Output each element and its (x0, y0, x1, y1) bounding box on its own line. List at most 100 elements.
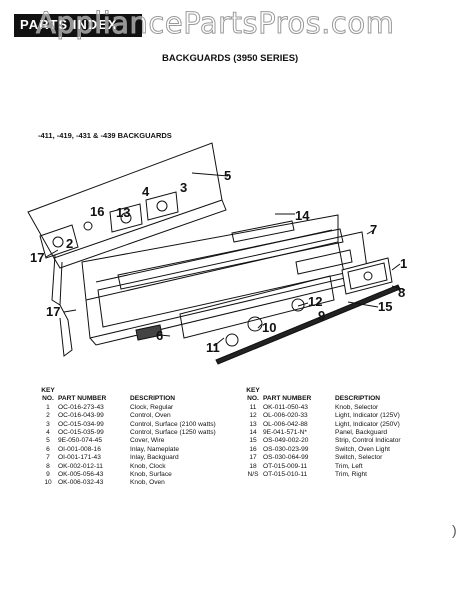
legend-description: Control, Oven (130, 412, 171, 420)
callout-10: 10 (262, 320, 276, 335)
legend-description: Switch, Selector (335, 454, 383, 462)
callout-3: 3 (180, 180, 187, 195)
legend-part-number: OL-006-042-88 (263, 420, 308, 428)
legend-key: 6 (46, 445, 50, 453)
watermark: AppliancePartsPros.com (35, 6, 395, 41)
callout-14: 14 (295, 208, 310, 223)
legend-desc-header: DESCRIPTION (130, 395, 176, 403)
legend-key: 16 (249, 445, 257, 453)
legend-row: 4 OC-015-035-99 Control, Surface (1250 wat… (38, 429, 240, 437)
callout-12: 12 (308, 294, 322, 309)
section-tab: PARTS INDEX (14, 14, 142, 37)
callout-4: 4 (142, 184, 150, 199)
legend-description: Knob, Surface (130, 471, 172, 479)
legend-key: 4 (46, 429, 50, 437)
legend-row: 7 OI-001-171-43 Inlay, Backguard (38, 454, 240, 462)
legend-description: Panel, Backguard (335, 429, 388, 437)
legend-key: 17 (249, 454, 257, 462)
legend-description: Inlay, Backguard (130, 454, 179, 462)
legend-description: Knob, Selector (335, 403, 379, 411)
legend-row: 17 OS-030-064-99 Switch, Selector (243, 454, 445, 462)
legend-desc-header-right: DESCRIPTION (335, 395, 381, 403)
legend-row: 3 OC-015-034-99 Control, Surface (2100 wat… (38, 421, 240, 429)
legend-part-number: 9E-041-571-N* (263, 429, 307, 437)
legend-part-number: OS-030-064-99 (263, 454, 309, 462)
callout-9: 9 (318, 308, 325, 323)
legend-part-number: OC-016-043-99 (58, 412, 104, 420)
legend-key: 12 (249, 412, 257, 420)
legend-row: 8 OK-002-012-11 Knob, Clock (38, 463, 240, 471)
legend-part-number: OK-002-012-11 (58, 462, 103, 470)
legend-description: Strip, Control Indicator (335, 437, 401, 445)
legend-description: Cover, Wire (130, 437, 165, 445)
legend-description: Knob, Oven (130, 479, 165, 487)
legend-description: Clock, Regular (130, 403, 174, 411)
legend-key: 10 (44, 479, 52, 487)
callout-5: 5 (224, 168, 231, 183)
legend-part-number: OL-006-020-33 (263, 412, 308, 420)
callout-16: 16 (90, 204, 104, 219)
legend-part-number: OK-011-050-43 (263, 403, 308, 411)
legend-part-number: OC-015-035-99 (58, 429, 104, 437)
callout-2: 2 (66, 236, 73, 251)
legend-key: 13 (249, 420, 257, 428)
legend-part-number: OC-015-034-99 (58, 420, 104, 428)
legend-part-number: OT-015-009-11 (263, 462, 308, 470)
legend-key: 11 (249, 403, 257, 411)
callout-1: 1 (400, 256, 407, 271)
legend-key: 9 (46, 471, 50, 479)
legend-description: Light, Indicator (250V) (335, 420, 400, 428)
legend-row: 13 OL-006-042-88 Light, Indicator (250V) (243, 421, 445, 429)
legend-row: 15 OS-049-002-20 Strip, Control Indicator (243, 437, 445, 445)
legend-part-number: OS-049-002-20 (263, 437, 309, 445)
legend-key: 14 (249, 429, 257, 437)
page-title: BACKGUARDS (3950 SERIES) (162, 53, 299, 64)
callout-17-lower: 17 (46, 304, 60, 319)
legend-part-number: OI-001-171-43 (58, 454, 101, 462)
legend-row: 2 OC-016-043-99 Control, Oven (38, 412, 240, 420)
legend-description: Switch, Oven Light (335, 445, 390, 453)
legend-key-header-line2: NO. (42, 395, 54, 403)
legend-description: Control, Surface (1250 watts) (130, 429, 216, 437)
legend-part-header: PART NUMBER (58, 395, 107, 403)
legend-key: N/S (247, 471, 259, 479)
diagram-subtitle: -411, -419, -431 & -439 BACKGUARDS (38, 131, 172, 140)
legend-part-number: OC-016-273-43 (58, 403, 104, 411)
legend-key: 15 (249, 437, 257, 445)
legend-key: 18 (249, 462, 257, 470)
callout-7: 7 (370, 222, 377, 237)
callout-13: 13 (116, 205, 130, 220)
legend-description: Trim, Right (335, 471, 367, 479)
legend-row: 1 OC-016-273-43 Clock, Regular (38, 404, 240, 412)
callout-17-upper: 17 (30, 250, 44, 265)
legend-key-header-line1-right: KEY (246, 387, 260, 394)
callout-15: 15 (378, 299, 392, 314)
callout-11: 11 (206, 340, 220, 355)
legend-row: 18 OT-015-009-11 Trim, Left (243, 463, 445, 471)
legend-key: 8 (46, 462, 50, 470)
page-mark: ) (452, 522, 457, 538)
legend-key: 2 (46, 412, 50, 420)
legend-description: Knob, Clock (130, 462, 166, 470)
legend-part-number: 9E-050-074-45 (58, 437, 102, 445)
legend-part-number: OT-015-010-11 (263, 471, 308, 479)
legend-key: 1 (46, 403, 50, 411)
legend-row: 14 9E-041-571-N* Panel, Backguard (243, 429, 445, 437)
legend-key: 7 (46, 454, 50, 462)
legend-row: N/S OT-015-010-11 Trim, Right (243, 471, 445, 479)
section-tab-label: PARTS INDEX (20, 17, 118, 32)
legend-description: Trim, Left (335, 462, 363, 470)
legend-description: Control, Surface (2100 watts) (130, 420, 216, 428)
legend-key: 3 (46, 420, 50, 428)
legend-row: 11 OK-011-050-43 Knob, Selector (243, 404, 445, 412)
legend-description: Inlay, Nameplate (130, 445, 179, 453)
legend-part-number: OI-001-008-16 (58, 445, 101, 453)
